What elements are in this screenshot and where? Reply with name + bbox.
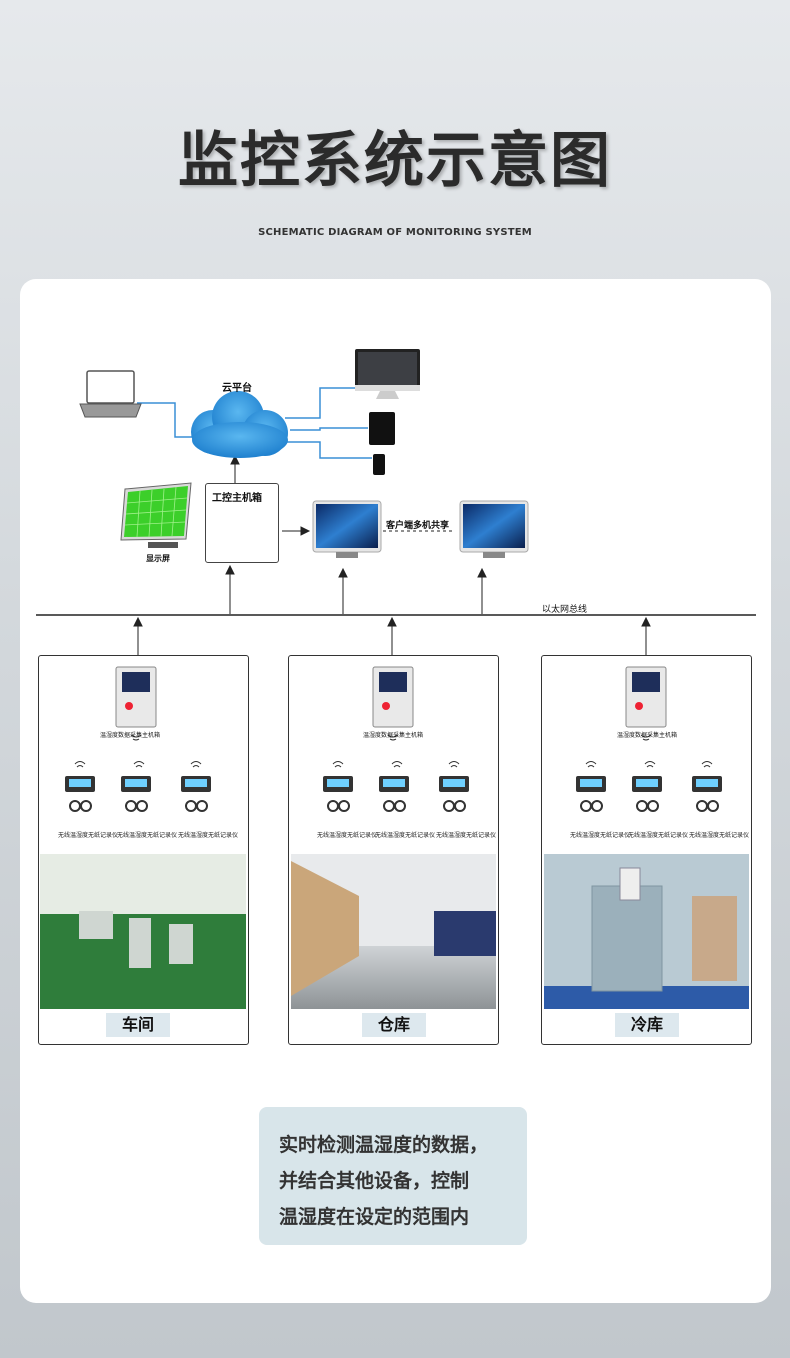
- zone3-sensor-label-1: 无线温湿度无纸记录仪: [570, 832, 631, 839]
- info-message-box: 实时检测温湿度的数据， 并结合其他设备，控制 温湿度在设定的范围内: [259, 1107, 527, 1245]
- zone3-sensor-label-3: 无线温湿度无纸记录仪: [689, 832, 750, 839]
- zone1-sensor-label-1: 无线温湿度无纸记录仪: [58, 832, 119, 839]
- zone1-collector-label: 温湿度数据采集主机箱: [100, 732, 161, 739]
- arrows: [133, 454, 651, 655]
- ipc-box-frame: [205, 483, 279, 563]
- page-title: 监控系统示意图: [178, 126, 612, 196]
- tablet-icon: [369, 412, 395, 445]
- zone-devices: [40, 666, 246, 1009]
- zone1-tag: 车间: [106, 1013, 170, 1037]
- cloud-icon: [191, 391, 288, 458]
- zone2-sensor-label-1: 无线温湿度无纸记录仪: [317, 832, 378, 839]
- message-line-2: 并结合其他设备，控制: [279, 1170, 470, 1192]
- zone-cold-storage: [541, 655, 752, 1045]
- display-label: 显示屏: [146, 554, 170, 563]
- cloud-label: 云平台: [222, 383, 252, 394]
- display-screen-icon: [120, 482, 192, 548]
- zone3-tag: 冷库: [615, 1013, 679, 1037]
- message-line-3: 温湿度在设定的范围内: [279, 1206, 470, 1228]
- zone3-collector-label: 温湿度数据采集主机箱: [617, 732, 678, 739]
- client-share-label: 客户端多机共享: [386, 521, 450, 531]
- zone1-sensor-label-3: 无线温湿度无纸记录仪: [178, 832, 239, 839]
- ethernet-bus-label: 以太网总线: [542, 605, 588, 615]
- ipc-box-label: 工控主机箱: [212, 493, 262, 504]
- page-subtitle: SCHEMATIC DIAGRAM OF MONITORING SYSTEM: [258, 227, 532, 238]
- message-line-1: 实时检测温湿度的数据，: [279, 1134, 489, 1156]
- zone-devices: [544, 666, 749, 1009]
- zone3-sensor-label-2: 无线温湿度无纸记录仪: [628, 832, 689, 839]
- phone-icon: [373, 454, 385, 475]
- zone-warehouse: [288, 655, 499, 1045]
- zone2-sensor-label-2: 无线温湿度无纸记录仪: [375, 832, 436, 839]
- zone2-collector-label: 温湿度数据采集主机箱: [363, 732, 424, 739]
- zone-devices: [291, 666, 496, 1009]
- zone-workshop: [38, 655, 249, 1045]
- zone2-sensor-label-3: 无线温湿度无纸记录仪: [436, 832, 497, 839]
- client-monitor-icon: [312, 500, 529, 558]
- zone2-tag: 仓库: [362, 1013, 426, 1037]
- zone1-sensor-label-2: 无线温湿度无纸记录仪: [117, 832, 178, 839]
- laptop-icon: [79, 370, 142, 418]
- imac-icon: [355, 349, 420, 399]
- cloud-links: [137, 387, 372, 459]
